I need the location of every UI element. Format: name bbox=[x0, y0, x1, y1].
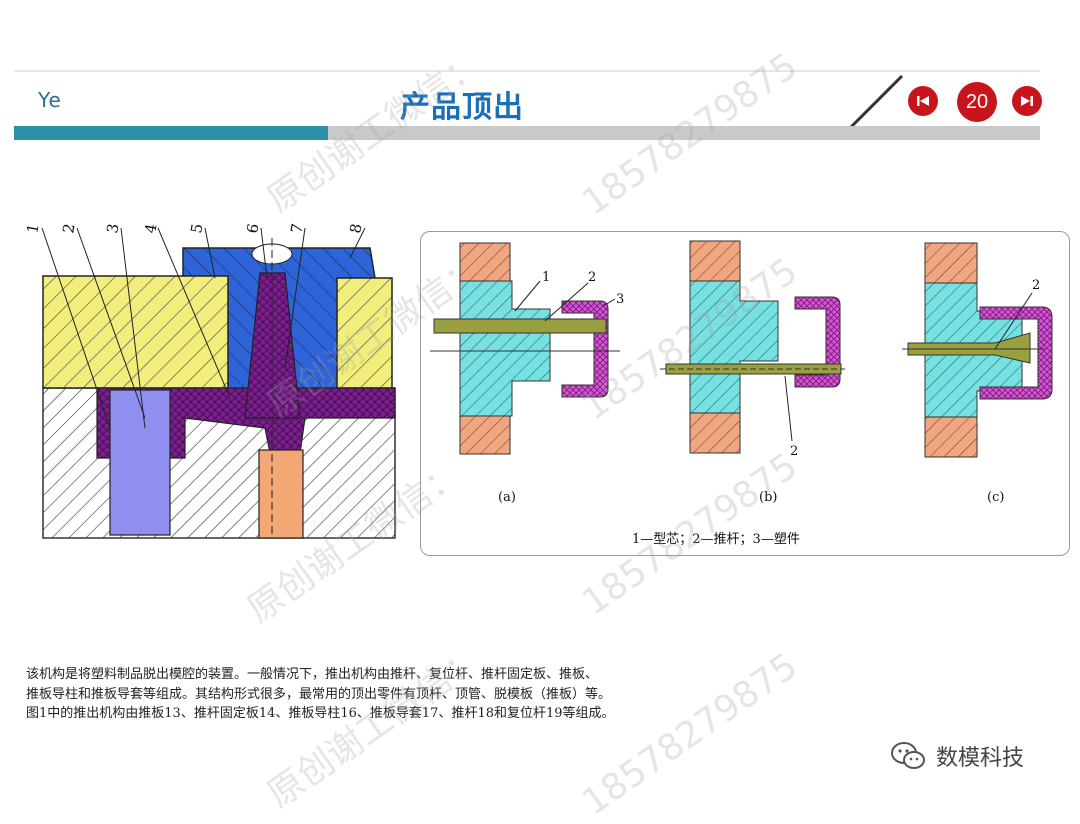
skip-forward-icon bbox=[1021, 96, 1033, 106]
header-top-line bbox=[14, 70, 1040, 72]
prev-button[interactable] bbox=[908, 86, 938, 116]
figure-number: 3 bbox=[103, 222, 122, 235]
mold-cross-section-figure: 1 2 3 4 5 6 7 8 bbox=[23, 222, 396, 539]
panel-a-drawing bbox=[430, 242, 620, 455]
description-paragraph: 该机构是将塑料制品脱出模腔的装置。一般情况下，推出机构由推杆、复位杆、推杆固定板… bbox=[26, 665, 826, 724]
figure-number: 1 bbox=[23, 222, 42, 235]
part-label: 2 bbox=[790, 444, 798, 459]
part-label: 2 bbox=[588, 270, 596, 285]
figure-number: 7 bbox=[287, 222, 306, 235]
description-line: 该机构是将塑料制品脱出模腔的装置。一般情况下，推出机构由推杆、复位杆、推杆固定板… bbox=[26, 667, 599, 682]
figure-caption: 1—型芯；2—推杆；3—塑件 bbox=[632, 532, 800, 547]
panel-label-b: (b) bbox=[759, 490, 777, 505]
panel-label-a: (a) bbox=[498, 490, 516, 505]
wechat-account-name: 数模科技 bbox=[936, 746, 1025, 771]
figure-number: 5 bbox=[187, 222, 206, 235]
next-button[interactable] bbox=[1012, 86, 1042, 116]
figure-number: 2 bbox=[59, 222, 78, 235]
figure-number: 8 bbox=[346, 222, 365, 235]
description-line: 推板导柱和推板导套等组成。其结构形式很多，最常用的顶出零件有顶杆、顶管、脱模板（… bbox=[26, 686, 612, 702]
brand-label: Ye bbox=[38, 88, 62, 112]
page-title: 产品顶出 bbox=[400, 90, 524, 125]
wechat-icon bbox=[891, 742, 925, 769]
figure-number: 6 bbox=[243, 222, 262, 235]
part-label: 1 bbox=[542, 270, 550, 285]
wechat-account-label: 数模科技 bbox=[890, 740, 1024, 772]
panel-b-drawing bbox=[660, 240, 845, 454]
watermark-text: 原创谢工微信： bbox=[260, 637, 491, 816]
header-divider-slash bbox=[848, 74, 904, 130]
page-number-badge[interactable]: 20 bbox=[957, 82, 997, 122]
part-label: 2 bbox=[1032, 278, 1040, 293]
ejector-types-figure: 1 2 3 2 2 (a) (b) (c) 1—型芯；2—推杆；3—塑件 bbox=[430, 240, 1053, 547]
panel-c-drawing bbox=[902, 242, 1053, 458]
skip-back-icon bbox=[917, 96, 929, 106]
part-label: 3 bbox=[616, 292, 624, 307]
figure-number: 4 bbox=[141, 222, 160, 235]
header-bar-accent bbox=[14, 126, 328, 140]
description-line: 图1中的推出机构由推板13、推杆固定板14、推板导柱16、推板导套17、推杆18… bbox=[26, 706, 615, 721]
panel-label-c: (c) bbox=[987, 490, 1004, 505]
